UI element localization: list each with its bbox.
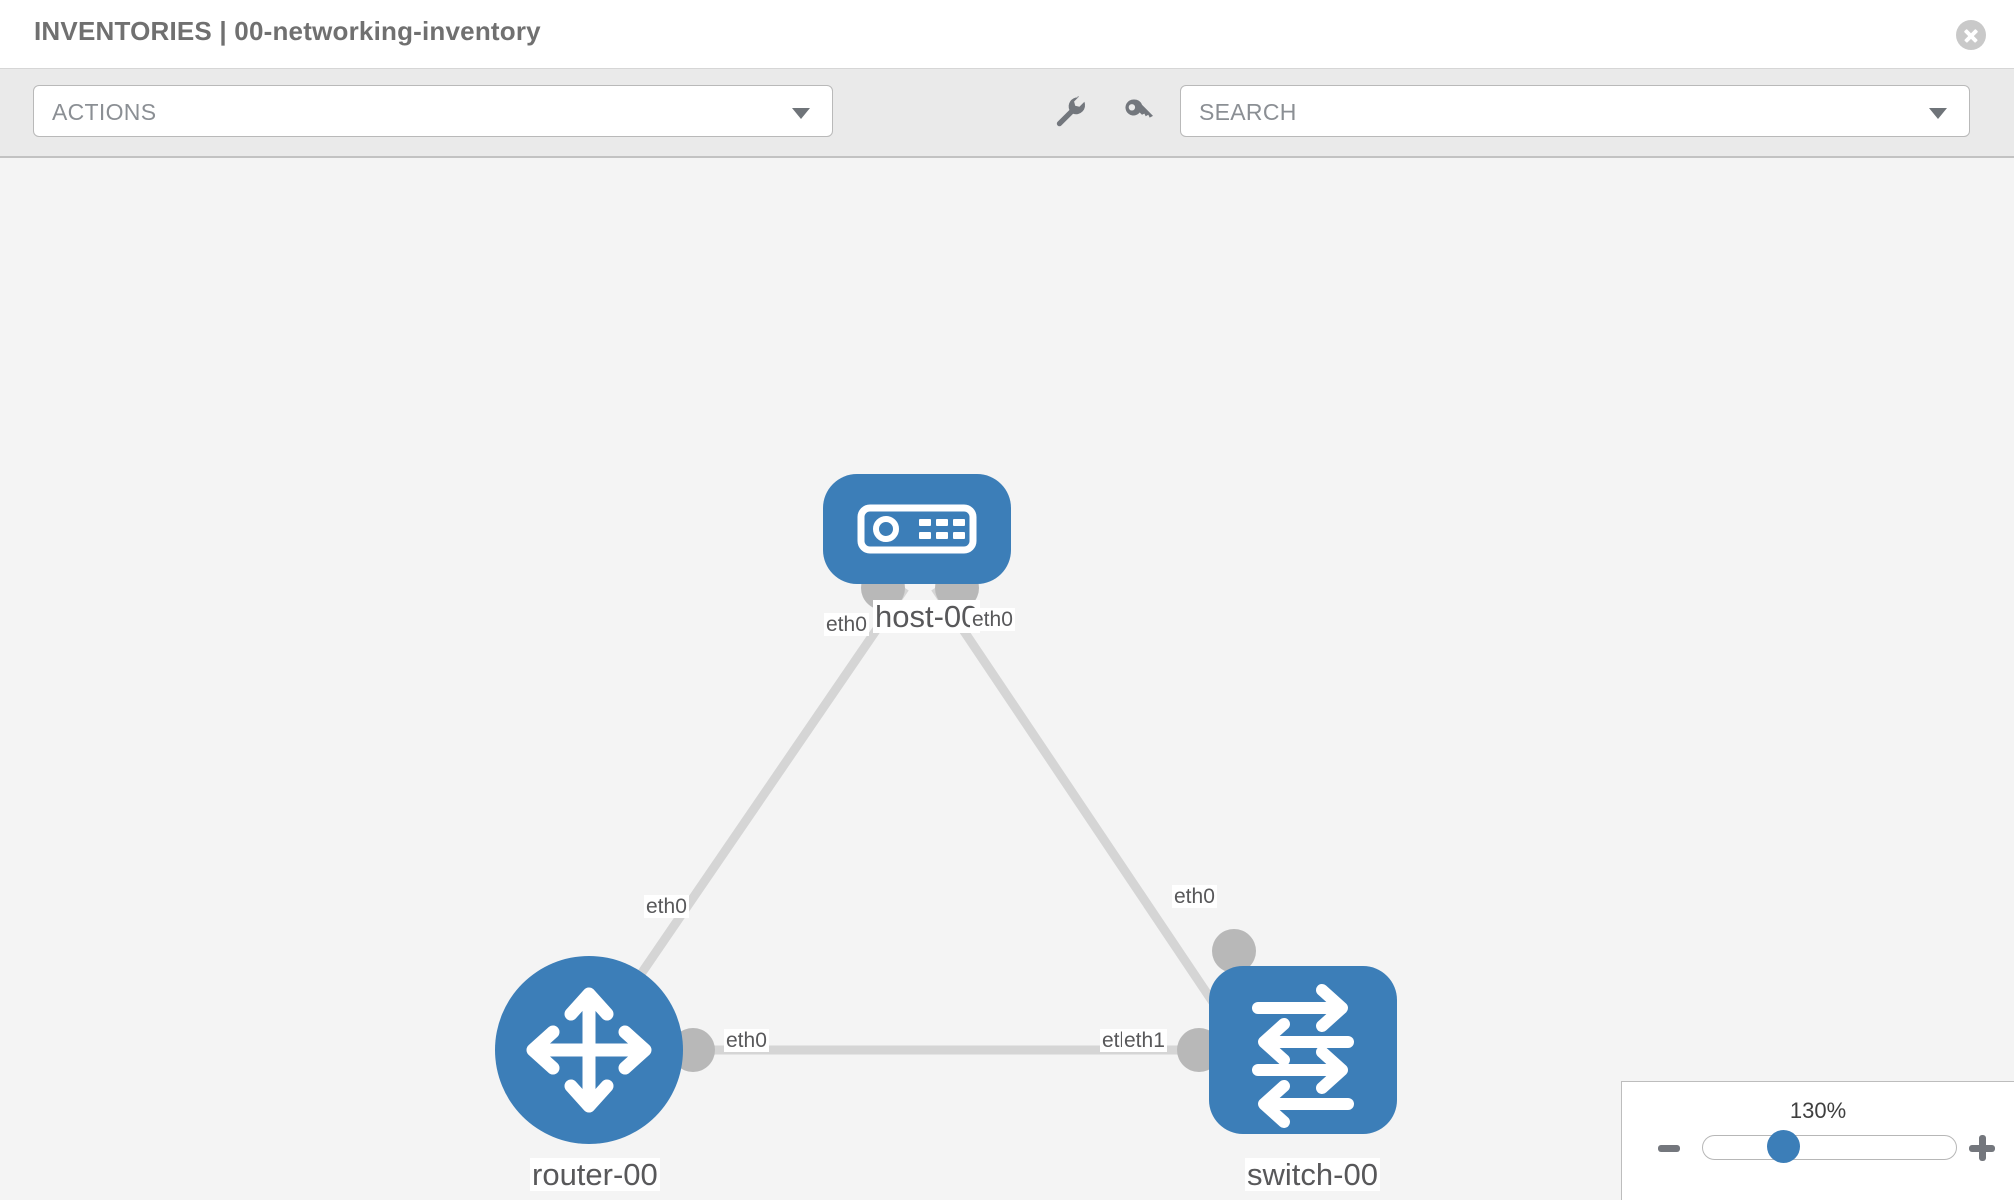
wrench-icon[interactable] [1052,93,1088,129]
switch-arrow-1-head [1316,984,1348,1032]
node-switch-00[interactable] [1209,966,1397,1134]
page-title: INVENTORIES | 00-networking-inventory [34,16,541,46]
switch-arrow-3-head [1316,1046,1348,1094]
zoom-control-panel: 130% [1621,1081,2014,1200]
node-router-00[interactable] [495,956,683,1144]
toolbar: ACTIONS SEARCH [0,68,2014,158]
window-header: INVENTORIES | 00-networking-inventory [0,0,2014,68]
interface-label-overlap-partial: etl [1100,1029,1127,1052]
node-host-00[interactable] [823,474,1011,584]
key-icon-svg [1125,99,1153,118]
close-icon[interactable] [1956,20,1986,50]
port-switch00-eth0-top[interactable] [1212,929,1256,973]
minus-icon[interactable] [1658,1145,1680,1152]
topology-links [585,585,1303,1055]
server-icon-led [873,516,899,542]
search-input[interactable]: SEARCH [1180,85,1970,137]
interface-label-router00-eth0: eth0 [724,1029,769,1052]
switch-arrows-icon [1252,984,1354,1128]
server-icon-vents [919,519,965,539]
wrench-icon-svg [1056,96,1086,127]
actions-dropdown[interactable]: ACTIONS [33,85,833,137]
node-label-router-00[interactable]: router-00 [530,1157,660,1192]
plus-icon-bar-v [1978,1135,1986,1161]
router-arrows-icon [526,987,652,1113]
search-placeholder: SEARCH [1199,99,1297,125]
zoom-level-label: 130% [1789,1098,1847,1123]
link-host00-switch00[interactable] [931,585,1249,1053]
node-label-host-00[interactable]: host-00 [873,599,981,634]
zoom-slider-track[interactable] [1702,1135,1957,1160]
interface-label-host00-eth0-left: eth0 [824,613,869,636]
key-icon[interactable] [1120,93,1156,129]
chevron-down-icon[interactable] [1929,108,1947,119]
node-label-switch-00[interactable]: switch-00 [1245,1157,1380,1192]
topology-ports [671,566,1256,1072]
router-arrow-down-head [564,1079,614,1113]
topology-canvas[interactable]: host-00 router-00 switch-00 eth0 eth0 et… [0,158,2014,1200]
interface-label-router00-eth0-uplink: eth0 [644,895,689,918]
topology-graph [495,474,1397,1144]
switch-arrow-4-head [1258,1080,1290,1128]
server-icon [857,504,977,554]
router-arrow-up-head [564,987,614,1021]
switch-arrow-2-head [1258,1018,1290,1066]
router-arrow-left-head [526,1025,560,1075]
interface-label-host00-eth0-right: eth0 [970,608,1015,631]
chevron-down-icon[interactable] [792,108,810,119]
server-icon-body [857,504,977,554]
router-arrow-right-head [618,1025,652,1075]
interface-label-switch00-eth0-uplink: eth0 [1172,885,1217,908]
interface-label-switch00-eth1: eth1 [1122,1029,1167,1052]
actions-dropdown-label: ACTIONS [52,99,157,125]
zoom-slider-thumb[interactable] [1767,1130,1800,1163]
plus-icon[interactable] [1969,1135,1995,1161]
node-host-00-shape[interactable] [823,474,1011,584]
